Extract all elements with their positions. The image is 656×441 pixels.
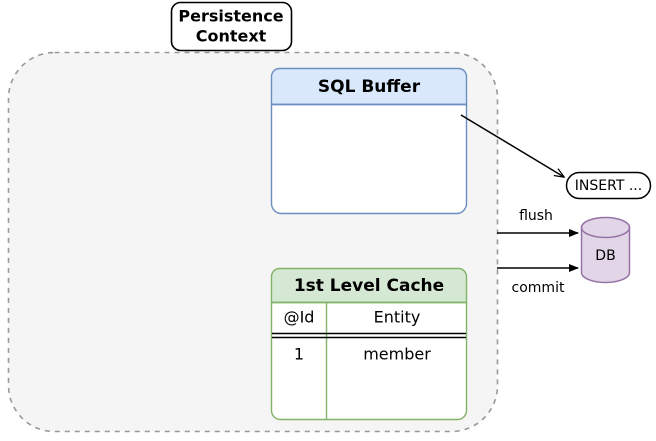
persistence-context-label-line2: Context xyxy=(196,27,267,46)
cache-column-header-id: @Id xyxy=(284,308,315,327)
table-row: 1 member xyxy=(294,345,431,364)
commit-arrow-label: commit xyxy=(512,280,565,296)
first-level-cache-header-label: 1st Level Cache xyxy=(294,276,444,296)
sql-statement-label: INSERT ... xyxy=(575,178,642,194)
cache-column-header-entity: Entity xyxy=(374,308,421,327)
sql-buffer-header-label: SQL Buffer xyxy=(318,77,421,97)
flush-arrow: flush xyxy=(497,208,579,237)
persistence-context-label-line1: Persistence xyxy=(178,7,283,26)
commit-arrow: commit xyxy=(497,264,579,296)
database-label: DB xyxy=(595,248,615,264)
sql-buffer-box: SQL Buffer xyxy=(270,67,468,215)
flush-arrow-label: flush xyxy=(519,208,553,224)
cache-cell-id: 1 xyxy=(294,345,304,364)
persistence-context-label-box: Persistence Context xyxy=(170,1,293,52)
database-cylinder: DB xyxy=(580,216,631,284)
first-level-cache-table: 1st Level Cache @Id Entity 1 member xyxy=(270,267,468,421)
sql-statement-pill: INSERT ... xyxy=(565,171,652,200)
cache-cell-entity: member xyxy=(363,345,431,364)
arrow-buffer-to-insert xyxy=(460,114,564,177)
